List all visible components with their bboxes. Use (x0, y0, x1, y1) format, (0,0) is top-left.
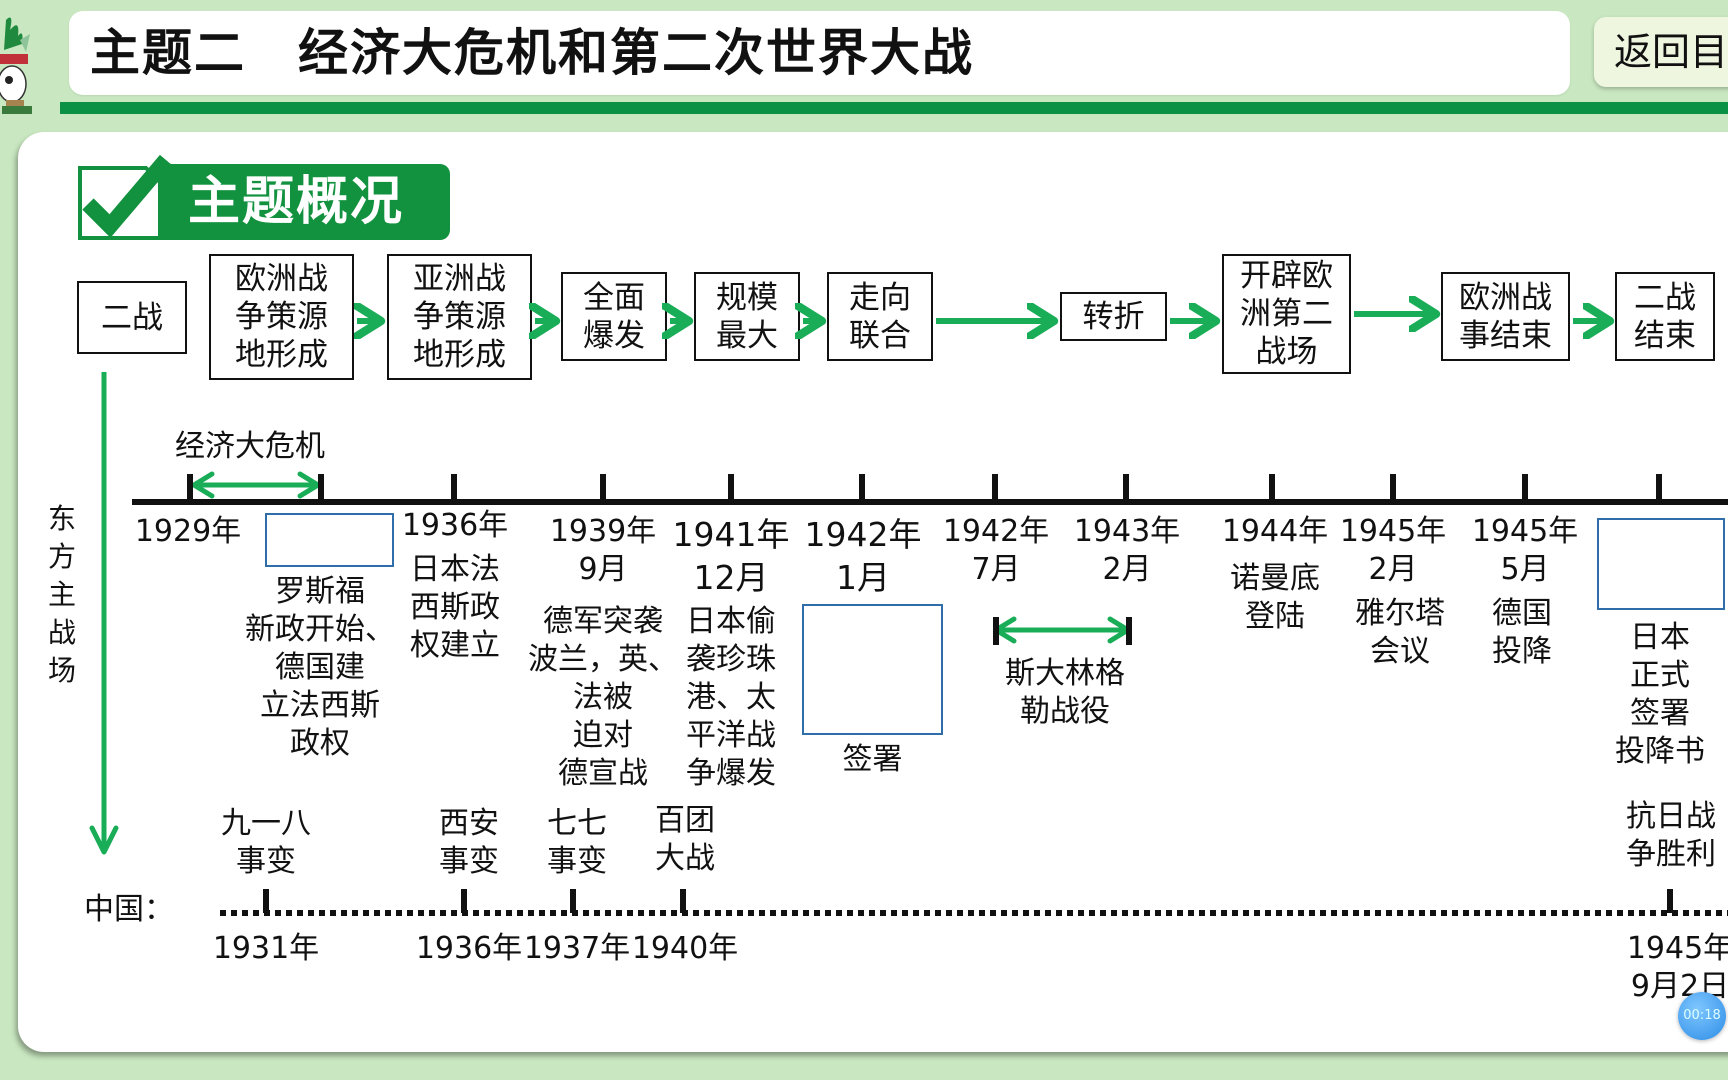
tick-1939 (600, 474, 606, 500)
event-date: 1939年 9月 (549, 514, 657, 587)
flow-box-ww2: 二战 (77, 281, 187, 354)
china-date: 1931年 (212, 931, 320, 966)
china-tick-1940 (680, 889, 686, 913)
tick-1945-sep (1656, 474, 1662, 500)
event-desc: 日本法 西斯政 权建立 (410, 552, 500, 663)
flow-box-second-front: 开辟欧 洲第二 战场 (1222, 254, 1351, 374)
answer-blank-box[interactable] (802, 604, 943, 735)
flow-box-europe-source: 欧洲战 争策源 地形成 (209, 254, 354, 380)
china-event: 西安 事变 (439, 806, 499, 879)
stalingrad-label: 斯大林格 勒战役 (1005, 656, 1125, 729)
event-date: 1936年 (401, 508, 509, 543)
answer-blank-box[interactable] (265, 513, 394, 567)
event-desc: 诺曼底 登陆 (1230, 561, 1320, 634)
crisis-label: 经济大危机 (175, 429, 325, 464)
tick-1942-jan (859, 474, 865, 500)
badge-background (158, 164, 450, 240)
event-desc: 日本 正式 签署 投降书 (1615, 620, 1705, 769)
china-date: 1937年 (523, 931, 631, 966)
title-bar (69, 11, 1570, 95)
tick-1945-may (1522, 474, 1528, 500)
china-event: 七七 事变 (547, 806, 607, 879)
back-to-contents-button[interactable]: 返回目录 (1594, 17, 1728, 87)
event-desc: 日本偷 袭珍珠 港、太 平洋战 争爆发 (686, 604, 776, 791)
flow-arrows (357, 314, 1610, 321)
china-event: 九一八 事变 (221, 806, 311, 879)
event-desc: 德军突袭 波兰，英、 法被 迫对 德宣战 (528, 604, 678, 791)
flow-box-europe-end: 欧洲战 事结束 (1441, 272, 1570, 361)
event-date: 1943年 2月 (1073, 514, 1181, 587)
flow-box-alliance: 走向 联合 (827, 272, 933, 361)
tick-1945-feb (1390, 474, 1396, 500)
china-tick-1936 (461, 889, 467, 913)
section-badge: 主题概况 (74, 154, 450, 240)
event-desc: 签署 (842, 742, 903, 777)
china-event: 抗日战 争胜利 (1626, 799, 1716, 872)
china-tick-1931 (263, 889, 269, 913)
china-tick-1945 (1667, 889, 1673, 913)
china-tick-1937 (570, 889, 576, 913)
tick-1941 (728, 474, 734, 500)
flow-box-turning-point: 转折 (1060, 292, 1167, 341)
china-date: 1940年 (631, 931, 739, 966)
china-date: 1945年 9月2日 (1626, 931, 1728, 1004)
event-date: 1942年 1月 (804, 515, 922, 597)
mascot-logo (0, 10, 36, 120)
flow-box-ww2-end: 二战 结束 (1615, 272, 1715, 361)
flow-box-largest-scale: 规模 最大 (694, 272, 800, 361)
event-date: 1941年 12月 (672, 515, 790, 597)
event-desc: 罗斯福 新政开始、 德国建 立法西斯 政权 (245, 574, 395, 761)
china-date: 1936年 (415, 931, 523, 966)
tick-1933 (318, 474, 324, 500)
event-date: 1929年 (134, 514, 242, 549)
tick-1942-jul (992, 474, 998, 500)
china-event: 百团 大战 (655, 803, 715, 876)
section-title: 主题概况 (188, 172, 405, 232)
eastern-front-label: 东 方 主 战 场 (47, 502, 76, 687)
answer-blank-box[interactable] (1597, 518, 1725, 610)
event-date: 1944年 (1221, 514, 1329, 549)
tick-1936 (451, 474, 457, 500)
tick-1943 (1123, 474, 1129, 500)
page-title: 主题二 经济大危机和第二次世界大战 (90, 24, 974, 82)
header-divider (60, 102, 1728, 114)
tick-1929 (187, 474, 193, 500)
event-date: 1945年 2月 (1339, 514, 1447, 587)
tick-1944 (1269, 474, 1275, 500)
event-date: 1942年 7月 (942, 514, 1050, 587)
china-row-label: 中国： (84, 892, 174, 927)
event-desc: 雅尔塔 会议 (1355, 596, 1445, 669)
event-date: 1945年 5月 (1471, 514, 1579, 587)
recording-timer[interactable]: 00:18 (1678, 992, 1726, 1040)
event-desc: 德国 投降 (1492, 596, 1552, 669)
flow-box-asia-source: 亚洲战 争策源 地形成 (387, 254, 532, 380)
